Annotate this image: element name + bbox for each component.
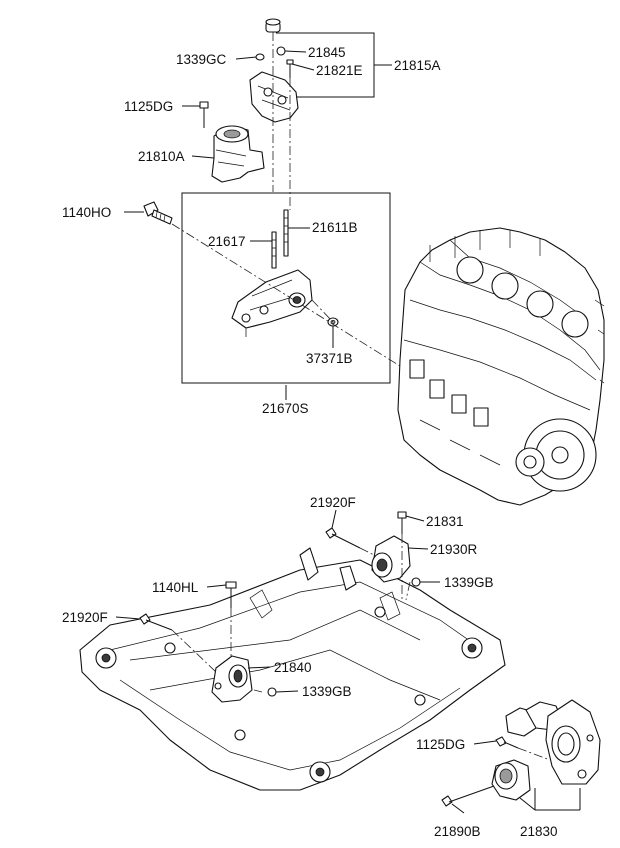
label-1125DG-bottom: 1125DG: [416, 737, 465, 752]
label-21617: 21617: [208, 234, 246, 249]
mount-21930R: [139, 511, 421, 631]
label-1125DG-top: 1125DG: [124, 99, 173, 114]
bolt-1140HO: [143, 201, 173, 225]
label-37371B: 37371B: [306, 351, 353, 366]
label-21920F-left: 21920F: [62, 610, 108, 625]
label-21810A: 21810A: [138, 149, 185, 164]
assembly-centerlines: [171, 32, 551, 761]
label-21830: 21830: [520, 824, 558, 839]
label-21611B: 21611B: [312, 220, 358, 235]
top-mount-bracket: [249, 18, 299, 123]
label-1339GB-right: 1339GB: [444, 575, 494, 590]
label-21920F-top: 21920F: [310, 495, 356, 510]
label-21831: 21831: [426, 514, 464, 529]
mount-21840: [211, 655, 277, 703]
bracket-21670S: [231, 209, 339, 329]
part-labels: 1339GC 21845 21821E 21815A 1125DG 21810A…: [62, 45, 558, 839]
engine-block: [397, 227, 605, 506]
label-1140HO: 1140HO: [62, 205, 111, 220]
label-21890B: 21890B: [434, 824, 481, 839]
label-21845: 21845: [308, 45, 346, 60]
label-21930R: 21930R: [430, 542, 478, 557]
label-1339GB-mid: 1339GB: [302, 684, 352, 699]
label-21821E: 21821E: [316, 63, 363, 78]
engine-mount-21810A: [199, 101, 265, 183]
subframe: [79, 547, 506, 791]
label-21840: 21840: [274, 660, 312, 675]
label-1339GC: 1339GC: [176, 52, 227, 67]
mount-21830: [441, 699, 601, 807]
label-21815A: 21815A: [394, 58, 441, 73]
label-21670S: 21670S: [262, 401, 309, 416]
label-1140HL: 1140HL: [152, 580, 199, 595]
leader-lines: [115, 50, 581, 814]
